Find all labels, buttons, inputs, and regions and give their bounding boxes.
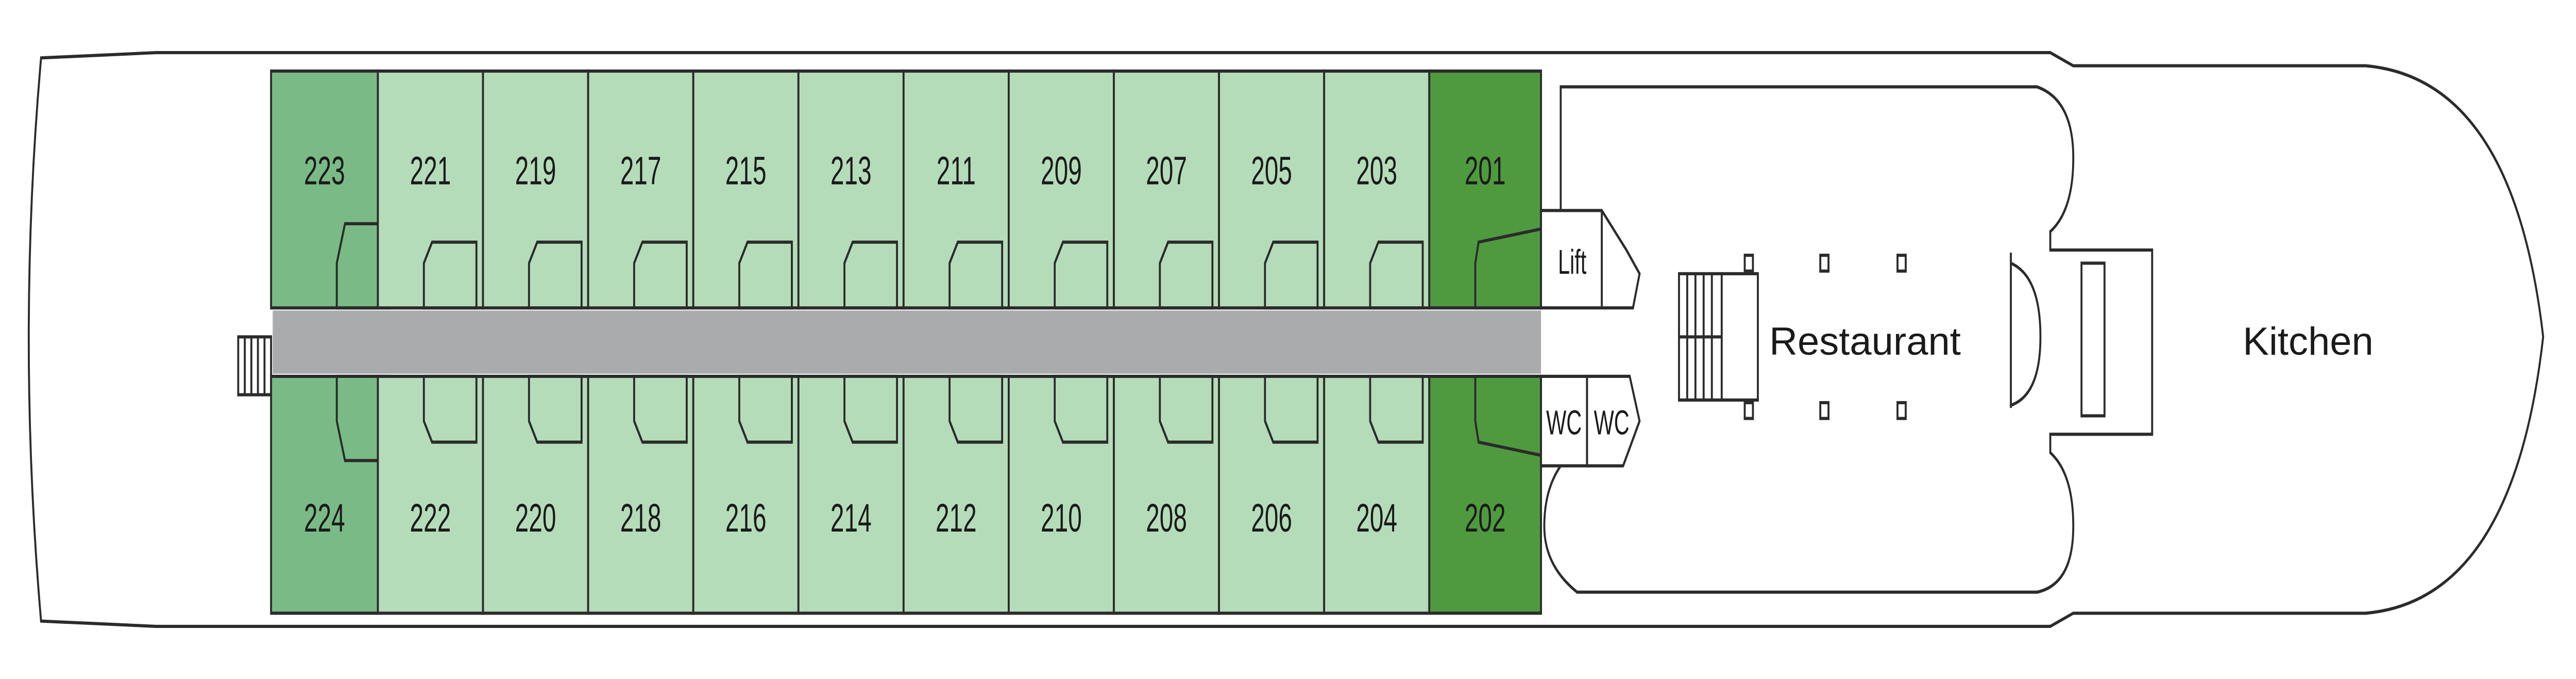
cabin-223[interactable]: 223 bbox=[270, 69, 391, 310]
cabin-221[interactable]: 221 bbox=[377, 69, 484, 310]
cabin-212[interactable]: 212 bbox=[902, 374, 1010, 615]
stern-stairs bbox=[237, 335, 273, 396]
cabin-201[interactable]: 201 bbox=[1428, 69, 1542, 310]
corridor bbox=[273, 310, 1541, 374]
cabin-number: 219 bbox=[515, 148, 556, 193]
buffet-counter bbox=[2010, 253, 2042, 408]
cabin-number: 216 bbox=[725, 496, 767, 540]
lift-label: Lift bbox=[1558, 243, 1586, 281]
cabin-number: 210 bbox=[1041, 496, 1082, 540]
cabin-number: 223 bbox=[304, 148, 345, 193]
bathroom bbox=[843, 374, 898, 444]
cabin-number: 224 bbox=[304, 496, 345, 540]
lift[interactable]: Lift bbox=[1540, 209, 1641, 310]
bathroom bbox=[1474, 374, 1542, 457]
cabin-number: 208 bbox=[1146, 496, 1187, 540]
cabin-number: 206 bbox=[1251, 496, 1292, 540]
bathroom bbox=[948, 374, 1004, 444]
bathroom bbox=[1054, 240, 1109, 310]
cabin-number: 203 bbox=[1356, 148, 1397, 193]
cabin-number: 215 bbox=[725, 148, 767, 193]
bathroom bbox=[1054, 374, 1109, 444]
cabin-224[interactable]: 224 bbox=[270, 374, 391, 615]
cabin-218[interactable]: 218 bbox=[587, 374, 694, 615]
bathroom bbox=[1474, 227, 1542, 310]
bar-counter bbox=[2080, 261, 2106, 418]
cabin-number: 222 bbox=[410, 496, 451, 540]
cabin-number: 217 bbox=[620, 148, 662, 193]
bathroom bbox=[633, 374, 688, 444]
bathroom bbox=[738, 240, 793, 310]
cabin-209[interactable]: 209 bbox=[1007, 69, 1115, 310]
wc-2-label: WC bbox=[1594, 403, 1630, 441]
cabin-210[interactable]: 210 bbox=[1007, 374, 1115, 615]
ship-hull bbox=[27, 51, 2545, 628]
cabin-207[interactable]: 207 bbox=[1113, 69, 1220, 310]
wc-2[interactable]: WC bbox=[1586, 374, 1641, 468]
bathroom bbox=[422, 374, 478, 444]
cabin-number: 201 bbox=[1465, 148, 1506, 193]
cabin-number: 204 bbox=[1356, 496, 1397, 540]
bathroom bbox=[422, 240, 478, 310]
cabin-217[interactable]: 217 bbox=[587, 69, 694, 310]
bathroom bbox=[528, 240, 583, 310]
cabin-222[interactable]: 222 bbox=[377, 374, 484, 615]
restaurant-label: Restaurant bbox=[1769, 320, 1961, 363]
restaurant-stairs bbox=[1678, 272, 1759, 402]
cabin-213[interactable]: 213 bbox=[797, 69, 905, 310]
bathroom bbox=[633, 240, 688, 310]
restaurant-area[interactable] bbox=[1543, 85, 2154, 594]
cabin-202[interactable]: 202 bbox=[1428, 374, 1542, 615]
bathroom bbox=[1369, 374, 1424, 444]
cabin-number: 209 bbox=[1041, 148, 1082, 193]
cabin-219[interactable]: 219 bbox=[482, 69, 589, 310]
cabin-211[interactable]: 211 bbox=[902, 69, 1010, 310]
bathroom bbox=[528, 374, 583, 444]
cabin-number: 211 bbox=[937, 148, 976, 193]
cabin-number: 218 bbox=[620, 496, 662, 540]
bathroom bbox=[1264, 374, 1319, 444]
wc-1[interactable]: WC bbox=[1540, 374, 1588, 468]
cabin-number: 213 bbox=[831, 148, 872, 193]
cabin-204[interactable]: 204 bbox=[1323, 374, 1431, 615]
pillars bbox=[1743, 254, 1907, 420]
bathroom bbox=[948, 240, 1004, 310]
bathroom bbox=[843, 240, 898, 310]
cabin-number: 220 bbox=[515, 496, 556, 540]
cabin-214[interactable]: 214 bbox=[797, 374, 905, 615]
cabin-number: 214 bbox=[831, 496, 872, 540]
bathroom bbox=[738, 374, 793, 444]
wc-1-label: WC bbox=[1546, 403, 1582, 441]
cabin-220[interactable]: 220 bbox=[482, 374, 589, 615]
cabin-203[interactable]: 203 bbox=[1323, 69, 1431, 310]
cabin-216[interactable]: 216 bbox=[692, 374, 800, 615]
bathroom bbox=[1369, 240, 1424, 310]
cabin-208[interactable]: 208 bbox=[1113, 374, 1220, 615]
bathroom bbox=[1159, 240, 1214, 310]
cabin-206[interactable]: 206 bbox=[1218, 374, 1326, 615]
cabin-205[interactable]: 205 bbox=[1218, 69, 1326, 310]
bathroom bbox=[1159, 374, 1214, 444]
cabin-number: 205 bbox=[1251, 148, 1292, 193]
cabin-number: 221 bbox=[410, 148, 451, 193]
cabin-number: 212 bbox=[936, 496, 977, 540]
kitchen-label: Kitchen bbox=[2243, 320, 2374, 363]
cabin-number: 202 bbox=[1465, 496, 1506, 540]
cabin-215[interactable]: 215 bbox=[692, 69, 800, 310]
cabin-number: 207 bbox=[1146, 148, 1187, 193]
bathroom bbox=[1264, 240, 1319, 310]
